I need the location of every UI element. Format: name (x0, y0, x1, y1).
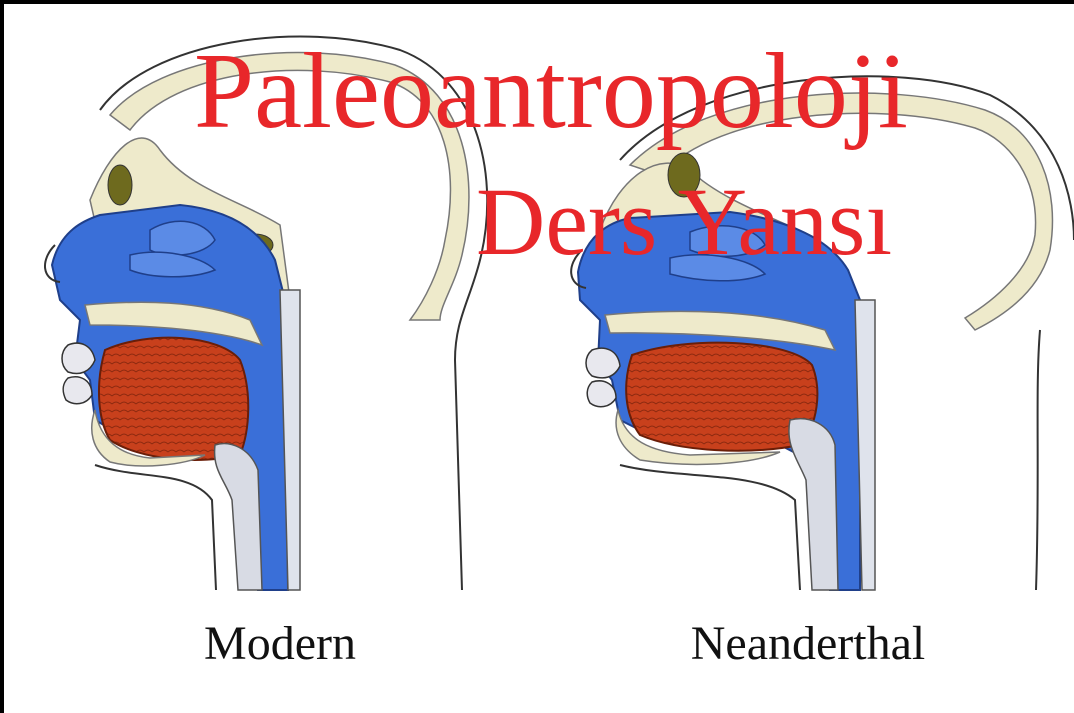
slide-title-line2: Ders Yansı (476, 174, 892, 270)
neanderthal-head (571, 76, 1074, 590)
caption-neanderthal: Neanderthal (648, 620, 968, 668)
modern-trachea (215, 444, 262, 590)
frame-border-top (0, 0, 1074, 4)
modern-tongue (99, 338, 248, 460)
modern-frontal-sinus (108, 165, 132, 205)
slide-title-line1: Paleoantropoloji (194, 38, 908, 146)
neanderthal-trachea (789, 419, 838, 590)
frame-border-left (0, 0, 4, 713)
caption-modern: Modern (150, 620, 410, 668)
